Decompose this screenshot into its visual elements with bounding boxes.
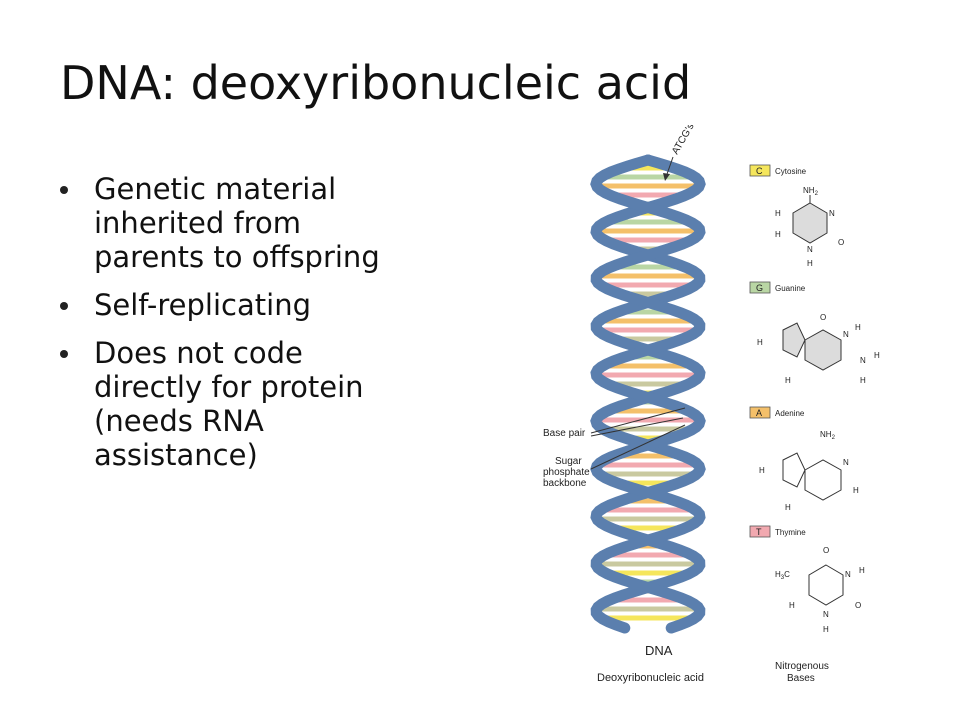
guanine-o: O <box>820 313 826 322</box>
cytosine-h-left: H <box>775 209 781 218</box>
backbone-label-line-3: backbone <box>543 478 587 489</box>
bases-caption-line-1: Nitrogenous <box>775 661 829 672</box>
backbone-pointer <box>590 424 686 470</box>
thymine-h-left: H <box>789 601 795 610</box>
guanine-n-right: N <box>843 330 849 339</box>
bases-caption-line-2: Bases <box>787 673 815 684</box>
adenine-h-bottom: H <box>785 503 791 512</box>
cytosine-letter: C <box>756 166 763 176</box>
guanine-name: Guanine <box>775 284 806 293</box>
bullet-item: Genetic material inherited from parents … <box>58 172 418 274</box>
dna-full-name: Deoxyribonucleic acid <box>597 672 704 684</box>
guanine-h-left: H <box>757 338 763 347</box>
base-cytosine: C Cytosine NH2 H H N O N H <box>749 164 844 268</box>
base-pair-pointer <box>590 407 686 434</box>
helix-pointer-label: ATCG's <box>670 125 697 157</box>
cytosine-nh2: NH2 <box>803 186 819 197</box>
double-helix <box>590 154 706 634</box>
base-pair-label: Base pair <box>543 428 586 439</box>
bullet-text: Genetic material inherited from parents … <box>94 172 380 274</box>
adenine-h-right: H <box>853 486 859 495</box>
dna-label: DNA <box>645 643 673 658</box>
adenine-ring-6 <box>804 459 842 501</box>
bullet-text: Does not code directly for protein (need… <box>94 336 364 472</box>
guanine-h-right: H <box>855 323 861 332</box>
guanine-ring-5 <box>782 322 806 358</box>
base-thymine: T Thymine O H3C N H O H N H <box>749 525 865 634</box>
base-guanine: G Guanine O H H N N H H H <box>749 281 880 385</box>
cytosine-ring <box>792 202 828 244</box>
thymine-ring <box>808 564 844 606</box>
thymine-o-top: O <box>823 546 829 555</box>
bullet-item: Self-replicating <box>58 288 418 322</box>
bullet-dot <box>60 350 68 358</box>
thymine-n-right: N <box>845 570 851 579</box>
cytosine-swatch <box>749 164 771 177</box>
adenine-name: Adenine <box>775 409 805 418</box>
base-pair-pointer-2 <box>590 417 684 437</box>
adenine-h-left: H <box>759 466 765 475</box>
guanine-h-bb: H <box>860 376 866 385</box>
adenine-nh2: NH2 <box>820 430 836 441</box>
thymine-o-right: O <box>855 601 861 610</box>
guanine-h-br: H <box>874 351 880 360</box>
adenine-ring-5 <box>782 452 806 488</box>
adenine-n-right: N <box>843 458 849 467</box>
backbone-strand-a <box>590 154 706 634</box>
guanine-letter: G <box>756 283 763 293</box>
thymine-h3c: H3C <box>775 570 790 581</box>
guanine-ring-6 <box>804 329 842 371</box>
cytosine-name: Cytosine <box>775 167 807 176</box>
bullet-list: Genetic material inherited from parents … <box>58 172 418 486</box>
dna-diagram: ATCG's Base pair Sugar phosphate backbon… <box>543 125 880 684</box>
backbone-strand-b <box>590 154 706 634</box>
thymine-h-right: H <box>859 566 865 575</box>
helix-pointer-arrowhead <box>663 173 670 181</box>
bullet-text: Self-replicating <box>94 288 311 322</box>
thymine-h-bottom: H <box>823 625 829 634</box>
base-adenine: A Adenine NH2 H N H H <box>749 406 859 512</box>
backbone-label-line-2: phosphate <box>543 467 590 478</box>
backbone-label-line-1: Sugar <box>555 456 582 467</box>
cytosine-h-left2: H <box>775 230 781 239</box>
thymine-n-bottom: N <box>823 610 829 619</box>
guanine-swatch <box>749 281 771 294</box>
bullet-item: Does not code directly for protein (need… <box>58 336 418 472</box>
cytosine-o: O <box>838 238 844 247</box>
cytosine-h-bottom: H <box>807 259 813 268</box>
dna-figure: ATCG's Base pair Sugar phosphate backbon… <box>535 125 900 690</box>
bullet-dot <box>60 302 68 310</box>
guanine-h-bottom: H <box>785 376 791 385</box>
thymine-name: Thymine <box>775 528 806 537</box>
cytosine-n-bottom: N <box>807 245 813 254</box>
thymine-letter: T <box>756 527 762 537</box>
cytosine-n-right: N <box>829 209 835 218</box>
slide-title: DNA: deoxyribonucleic acid <box>60 56 692 110</box>
adenine-letter: A <box>756 408 762 418</box>
bullet-dot <box>60 186 68 194</box>
adenine-swatch <box>749 406 771 419</box>
guanine-n-h: N <box>860 356 866 365</box>
thymine-swatch <box>749 525 771 538</box>
